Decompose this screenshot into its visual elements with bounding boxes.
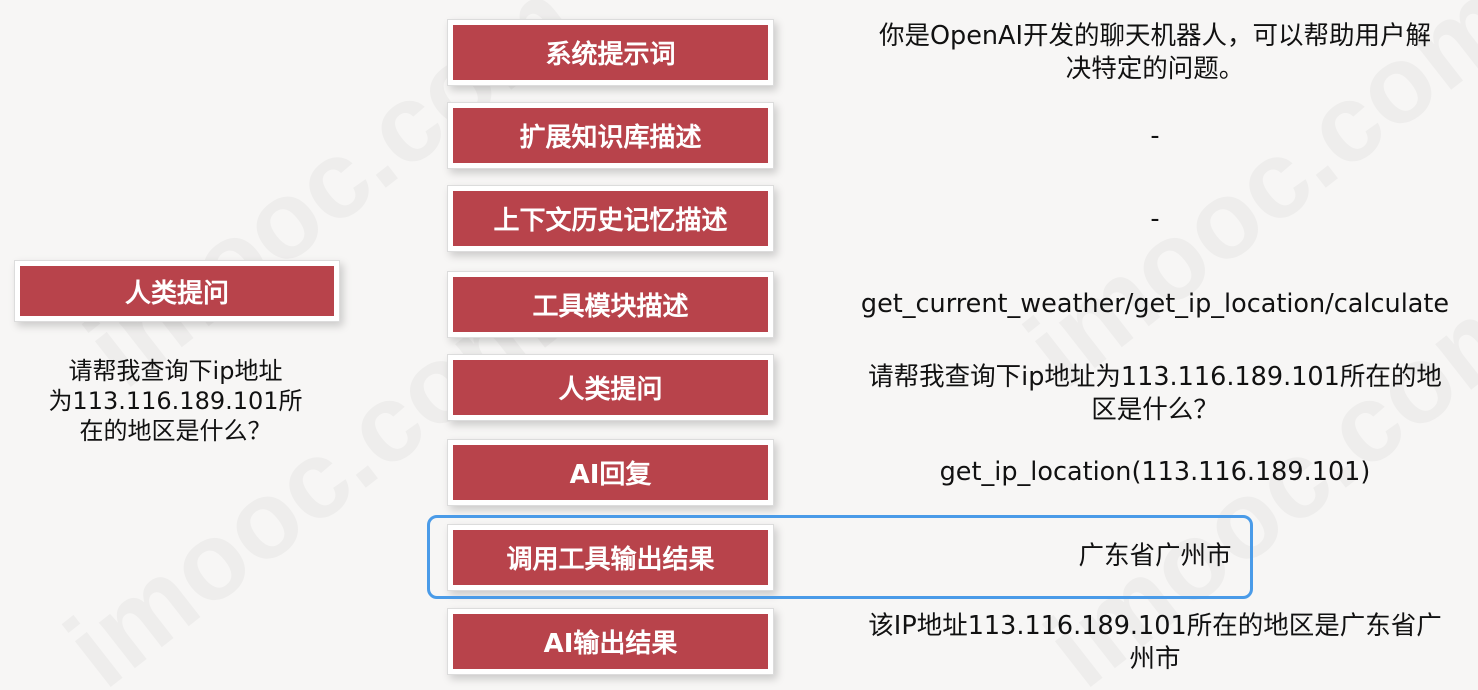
label-knowledge-base: 扩展知识库描述	[453, 108, 768, 163]
text-line: 区是什么？	[1091, 395, 1219, 425]
label-text: 上下文历史记忆描述	[493, 206, 728, 236]
text-line: -	[1150, 121, 1160, 151]
left-human-question-label: 人类提问	[20, 266, 334, 316]
text-context-memory: -	[830, 203, 1478, 236]
text-line: 决特定的问题。	[1065, 54, 1245, 84]
label-tool-module: 工具模块描述	[453, 277, 768, 332]
text-tool-output: 广东省广州市	[830, 540, 1478, 573]
text-line: get_current_weather/get_ip_location/calc…	[860, 289, 1450, 319]
label-text: AI输出结果	[543, 629, 678, 659]
highlight-box	[427, 515, 1253, 599]
text-line: 该IP地址113.116.189.101所在的地区是广东省广	[868, 611, 1442, 641]
left-question-line: 为113.116.189.101所	[48, 387, 303, 415]
text-line: 你是OpenAI开发的聊天机器人，可以帮助用户解	[878, 21, 1432, 51]
text-line: -	[1150, 204, 1160, 234]
label-human-question: 人类提问	[453, 360, 768, 415]
text-ai-reply: get_ip_location(113.116.189.101)	[830, 456, 1478, 489]
label-text: 工具模块描述	[532, 292, 689, 322]
left-question-text: 请帮我查询下ip地址 为113.116.189.101所 在的地区是什么？	[18, 356, 333, 446]
text-line: get_ip_location(113.116.189.101)	[939, 457, 1371, 487]
text-line: 请帮我查询下ip地址为113.116.189.101所在的地	[868, 362, 1442, 392]
label-text: 调用工具输出结果	[506, 545, 715, 575]
text-ai-output: 该IP地址113.116.189.101所在的地区是广东省广 州市	[830, 610, 1478, 676]
label-ai-output: AI输出结果	[453, 614, 768, 669]
text-tool-module: get_current_weather/get_ip_location/calc…	[830, 288, 1478, 321]
label-text: AI回复	[569, 460, 652, 490]
text-line: 州市	[1129, 644, 1181, 674]
text-system-prompt: 你是OpenAI开发的聊天机器人，可以帮助用户解 决特定的问题。	[830, 20, 1478, 86]
label-text: 人类提问	[558, 375, 663, 405]
text-human-question: 请帮我查询下ip地址为113.116.189.101所在的地 区是什么？	[830, 361, 1478, 427]
text-knowledge-base: -	[830, 120, 1478, 153]
left-label-text: 人类提问	[124, 278, 229, 309]
left-question-line: 请帮我查询下ip地址	[68, 357, 283, 385]
left-question-line: 在的地区是什么？	[79, 417, 272, 445]
label-text: 系统提示词	[545, 40, 676, 70]
label-system-prompt: 系统提示词	[453, 25, 768, 80]
label-tool-output: 调用工具输出结果	[453, 530, 768, 585]
text-line: 广东省广州市	[1078, 541, 1232, 571]
label-ai-reply: AI回复	[453, 445, 768, 500]
label-context-memory: 上下文历史记忆描述	[453, 191, 768, 246]
label-text: 扩展知识库描述	[519, 123, 702, 153]
